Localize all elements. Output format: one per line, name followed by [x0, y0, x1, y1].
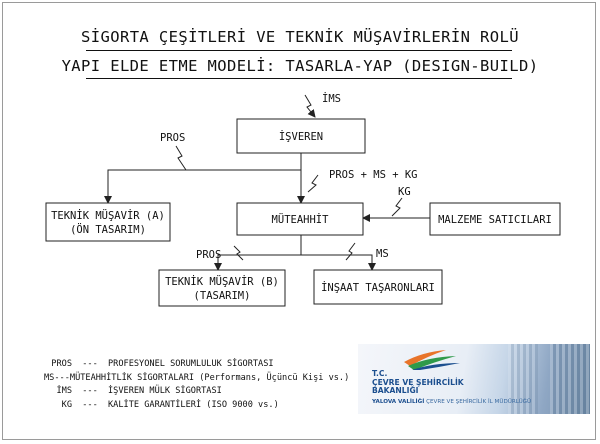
kg-zigzag [391, 197, 403, 217]
ms-zigzag [345, 242, 356, 261]
legend: PROS --- PROFESYONEL SORUMLULUK SİGORTAS… [44, 358, 349, 413]
edge-label-kg: KG [398, 186, 411, 198]
ims-zigzag-arrow [304, 94, 316, 118]
legend-abbr: MS [44, 372, 55, 383]
legend-separator: --- [82, 359, 98, 369]
legend-item-kg: KG --- KALİTE GARANTİLERİ (ISO 9000 vs.) [44, 399, 344, 413]
node-taseronlar-box [313, 269, 443, 305]
node-muteahhit-label: MÜTEAHHİT [272, 213, 330, 226]
legend-item-ms: MS --- MÜTEAHHİTLİK SİGORTALARI (Perform… [44, 372, 349, 386]
building-photo-strip [508, 344, 538, 414]
ministry-name: T.C. ÇEVRE VE ŞEHİRCİLİK BAKANLIĞI [372, 369, 464, 396]
legend-abbr: KG [61, 399, 72, 410]
node-isveren-label: İŞVEREN [279, 130, 323, 143]
ministry-name-line-3: BAKANLIĞI [372, 386, 419, 395]
node-teknik-b-label-2: (TASARIM) [194, 290, 251, 302]
page-frame [2, 2, 596, 440]
edge-label-pros-ms-kg: PROS + MS + KG [329, 169, 418, 181]
edge-muteahhit-to-taseronlar [301, 254, 376, 271]
legend-text: PROFESYONEL SORUMLULUK SİGORTASI [108, 359, 274, 369]
ministry-emblem-icon [404, 350, 460, 370]
title-line-2: YAPI ELDE ETME MODELİ: TASARLA-YAP (DESI… [61, 57, 539, 75]
legend-item-pros: PROS --- PROFESYONEL SORUMLULUK SİGORTAS… [44, 358, 344, 372]
pros-zigzag-2 [233, 245, 244, 261]
ministry-subtitle: YALOVA VALİLİĞİ ÇEVRE VE ŞEHİRCİLİK İL M… [372, 399, 531, 405]
flow-diagram: İŞVEREN MÜTEAHHİT TEKNİK MÜŞAVİR (A) (ÖN… [45, 92, 561, 307]
legend-text: İŞVEREN MÜLK SİGORTASI [108, 386, 222, 397]
legend-item-ims: İMS --- İŞVEREN MÜLK SİGORTASI [44, 385, 344, 399]
node-taseronlar-label: İNŞAAT TAŞARONLARI [321, 281, 435, 294]
pros-zigzag-1 [175, 145, 187, 171]
directorate-label: ÇEVRE VE ŞEHİRCİLİK İL MÜDÜRLÜĞÜ [426, 399, 532, 405]
edge-label-pros-1: PROS [160, 132, 185, 144]
title-underline-2 [86, 78, 512, 79]
legend-separator: --- [82, 386, 98, 397]
pros-ms-kg-zigzag [307, 174, 319, 193]
node-teknik-a-box [45, 202, 171, 242]
node-teknik-a-label-2: (ÖN TASARIM) [70, 223, 146, 236]
edge-label-ms: MS [376, 248, 389, 260]
edge-isveren-to-teknik-a [104, 169, 301, 204]
legend-abbr: İMS [56, 386, 72, 397]
node-teknik-b-box [158, 269, 286, 307]
legend-abbr: PROS [51, 359, 72, 369]
ministry-logo: T.C. ÇEVRE VE ŞEHİRCİLİK BAKANLIĞI YALOV… [358, 344, 590, 414]
edge-label-pros-2: PROS [196, 249, 221, 261]
node-malzeme-label: MALZEME SATICILARI [438, 214, 552, 226]
title-line-1: SİGORTA ÇEŞİTLERİ VE TEKNİK MÜŞAVİRLERİN… [81, 28, 519, 46]
node-teknik-b-label-1: TEKNİK MÜŞAVİR (B) [165, 275, 279, 288]
node-malzeme-box [429, 202, 561, 236]
legend-separator: --- [82, 399, 98, 410]
node-muteahhit-box [236, 202, 364, 236]
legend-text: MÜTEAHHİTLİK SİGORTALARI (Performans, Üç… [69, 372, 350, 383]
title-underline-1 [86, 50, 512, 51]
node-isveren-box [236, 118, 366, 154]
legend-separator: --- [54, 372, 70, 383]
governorship-label: YALOVA VALİLİĞİ [372, 399, 425, 405]
edge-muteahhit-to-teknik-b [214, 235, 302, 271]
node-teknik-a-label-1: TEKNİK MÜŞAVİR (A) [51, 209, 165, 222]
building-photo-strip [550, 344, 590, 414]
edge-label-ims: İMS [322, 92, 341, 105]
ministry-name-line-1: T.C. [372, 369, 388, 378]
ministry-name-line-2: ÇEVRE VE ŞEHİRCİLİK [372, 377, 464, 387]
legend-text: KALİTE GARANTİLERİ (ISO 9000 vs.) [108, 399, 279, 410]
